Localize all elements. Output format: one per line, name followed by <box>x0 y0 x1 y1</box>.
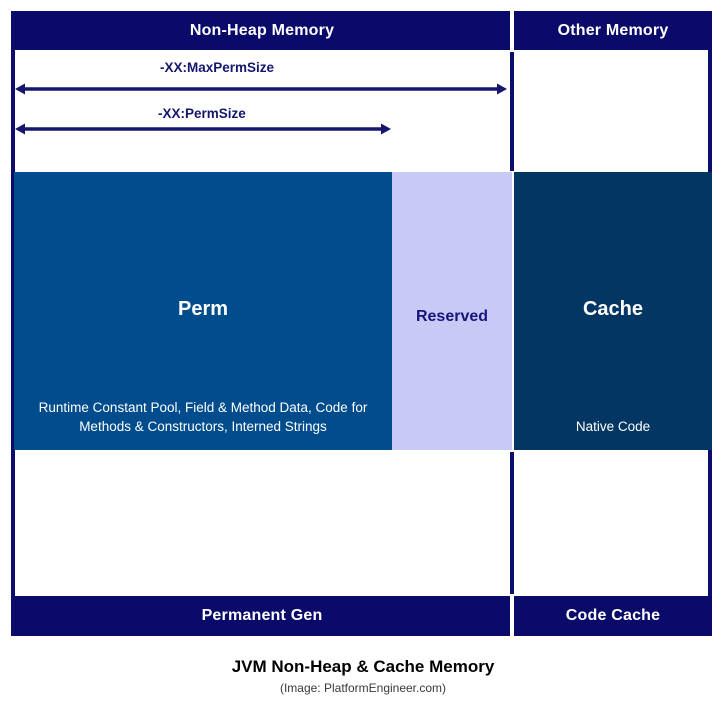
memory-block-reserved-title: Reserved <box>415 308 489 325</box>
memory-block-reserved: Reserved <box>392 172 512 450</box>
column-divider-upper <box>510 52 514 171</box>
arrow-label-max-perm-size: -XX:MaxPermSize <box>160 60 275 75</box>
column-divider-lower <box>510 452 514 594</box>
arrow-max-perm-size <box>15 83 507 95</box>
diagram-caption-title: JVM Non-Heap & Cache Memory <box>231 657 495 676</box>
arrow-label-perm-size: -XX:PermSize <box>158 106 246 121</box>
column-footer-permanent-gen: Permanent Gen <box>14 596 510 636</box>
memory-block-perm-description: Runtime Constant Pool, Field & Method Da… <box>38 400 368 434</box>
memory-block-perm-title: Perm <box>177 298 229 320</box>
memory-block-cache: Cache Native Code <box>514 172 712 450</box>
memory-block-perm: Perm Runtime Constant Pool, Field & Meth… <box>14 172 392 450</box>
memory-block-cache-description: Native Code <box>575 419 651 434</box>
arrow-perm-size <box>15 123 391 135</box>
memory-block-cache-title: Cache <box>582 298 644 320</box>
column-header-non-heap-memory: Non-Heap Memory <box>14 11 510 50</box>
frame-border-left <box>11 11 15 636</box>
diagram-caption-source: (Image: PlatformEngineer.com) <box>279 681 447 695</box>
column-header-other-memory: Other Memory <box>514 11 712 50</box>
column-footer-code-cache: Code Cache <box>514 596 712 636</box>
